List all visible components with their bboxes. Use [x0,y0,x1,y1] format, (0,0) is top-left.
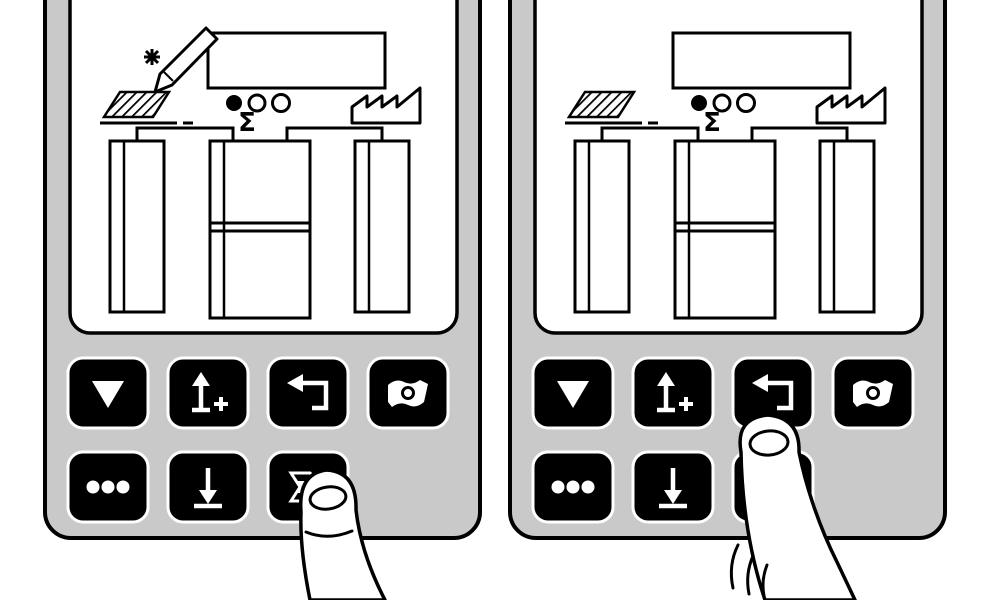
pen-icon [144,26,219,94]
down-triangle-button[interactable] [531,356,615,430]
banknote-button[interactable] [831,356,915,430]
routing-bracket-right [285,126,384,141]
pointing-finger [729,413,857,600]
zigzag-stack-icon [350,86,422,125]
indicator-lamps [691,93,756,113]
dots-button[interactable] [66,450,150,524]
dots-button[interactable] [531,450,615,524]
up-plus-button[interactable] [166,356,250,430]
sigma-label: Σ [238,108,256,138]
lamp-outline [712,93,732,113]
banknote-icon [851,378,895,409]
return-button[interactable] [266,356,350,430]
right-panel: Σ [508,0,947,600]
pocket-center [208,139,312,320]
banknote-button[interactable] [366,356,450,430]
display-screen [206,31,387,90]
hatched-note-icon [100,90,193,125]
routing-bracket-right [750,126,849,141]
dots-icon [86,480,130,494]
lamp-outline [736,93,756,113]
banknote-icon [386,378,430,409]
lamp-outline [271,93,291,113]
routing-bracket-left [600,126,700,141]
left-panel: Σ [43,0,482,600]
lamp-outline [247,93,267,113]
pocket-left [108,139,166,314]
lamp-filled [691,95,707,111]
sigma-label: Σ [703,108,721,138]
pointing-finger [299,468,387,600]
lamp-filled [226,95,242,111]
down-triangle-button[interactable] [66,356,150,430]
pocket-right [353,139,411,314]
display-screen [671,31,852,90]
gear-icon [144,49,160,65]
hatched-note-icon [565,90,658,125]
dots-icon [551,480,595,494]
fingernail [308,485,348,511]
routing-bracket-left [135,126,235,141]
pocket-center [673,139,777,320]
up-plus-button[interactable] [631,356,715,430]
down-arrow-button[interactable] [631,450,715,524]
pocket-right [818,139,876,314]
indicator-lamps [226,93,291,113]
down-arrow-button[interactable] [166,450,250,524]
fingernail [748,429,790,457]
zigzag-stack-icon [815,86,887,125]
pocket-left [573,139,631,314]
